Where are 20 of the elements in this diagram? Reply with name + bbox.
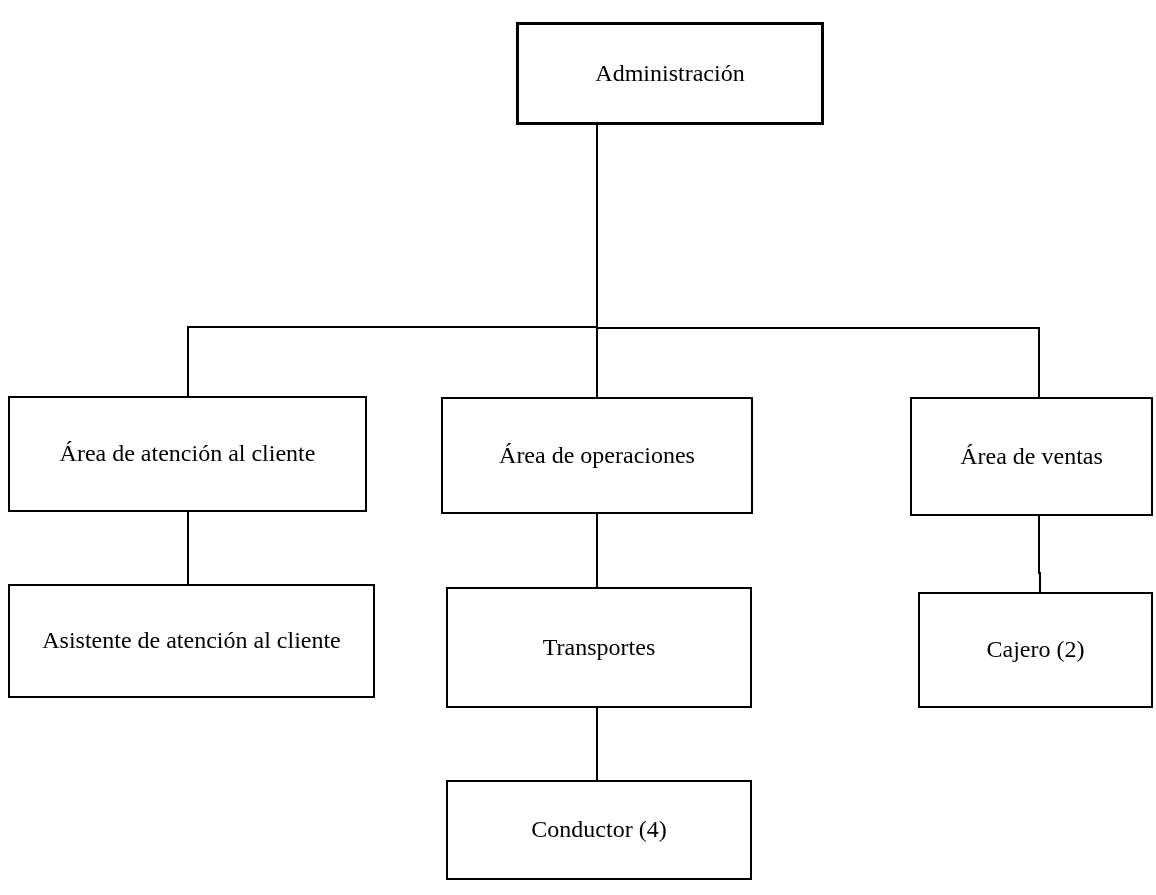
connector-line [1038, 515, 1041, 593]
org-box [516, 22, 824, 125]
box-label: Área de atención al cliente [59, 439, 316, 469]
org-box [441, 397, 753, 514]
connector-line [596, 513, 598, 588]
org-box [918, 592, 1153, 708]
connector-line [596, 707, 598, 781]
org-box [446, 780, 752, 880]
box-label: Asistente de atención al cliente [42, 626, 341, 656]
box-label: Área de operaciones [499, 440, 695, 470]
box-label: Administración [595, 58, 745, 88]
box-label: Transportes [542, 632, 656, 662]
org-box [8, 584, 375, 698]
connector-line [187, 511, 189, 585]
org-box [446, 587, 752, 708]
box-label: Área de ventas [960, 441, 1103, 471]
box-label: Cajero (2) [986, 635, 1085, 665]
org-box [910, 397, 1153, 516]
org-box [8, 396, 367, 512]
box-label: Conductor (4) [531, 815, 667, 845]
